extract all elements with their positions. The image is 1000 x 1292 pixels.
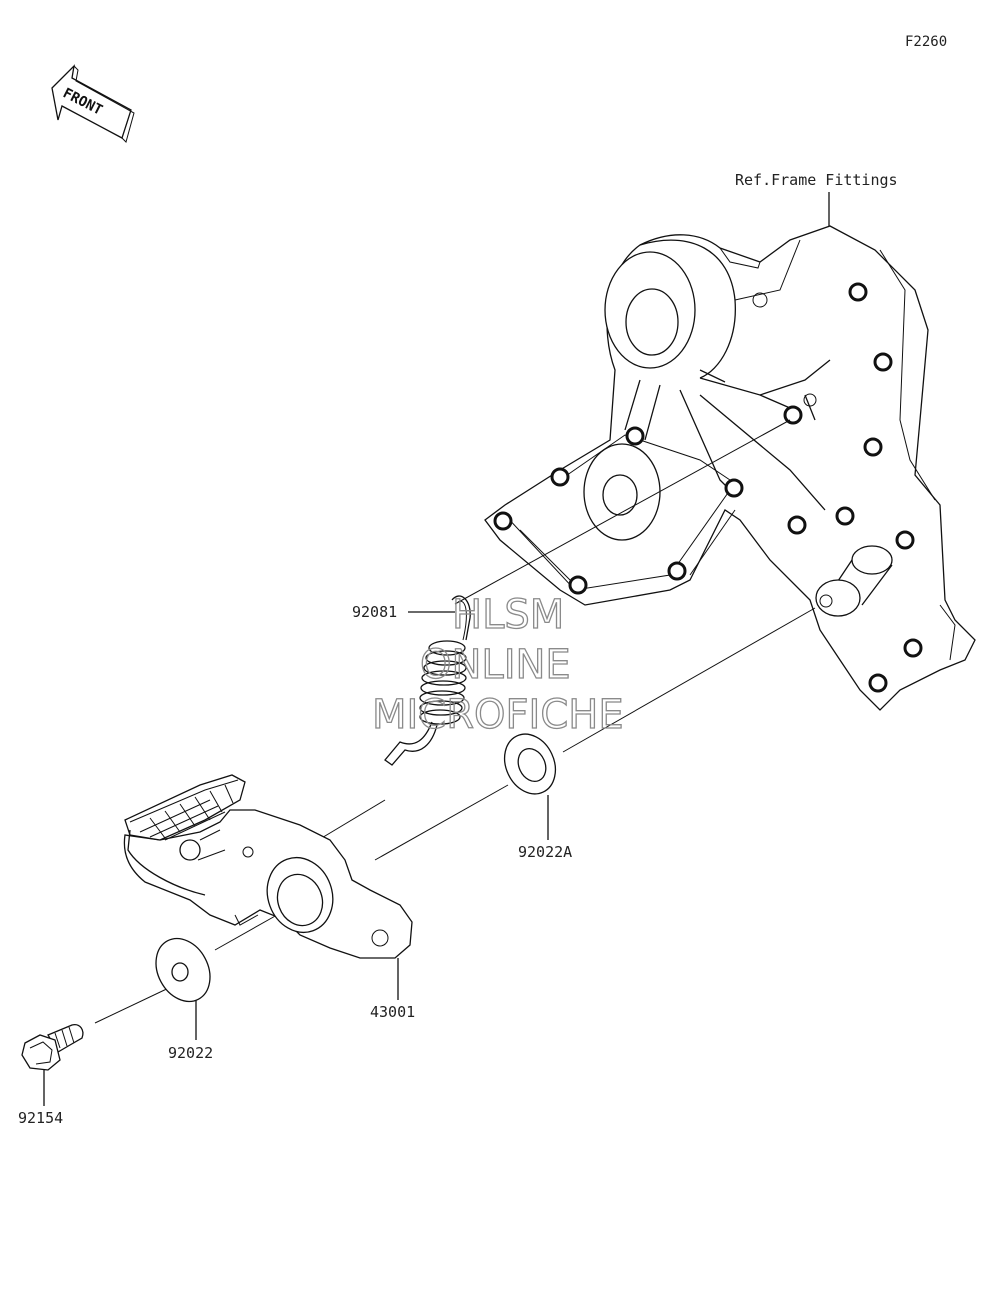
bolt bbox=[21, 1024, 84, 1071]
part-number: 92022A bbox=[518, 843, 572, 861]
part-label-92154: 92154 bbox=[18, 1070, 63, 1127]
part-label-92081: 92081 bbox=[352, 603, 455, 621]
part-label-43001: 43001 bbox=[370, 958, 415, 1021]
watermark: HLSM ONLINE MICROFICHE bbox=[371, 591, 624, 738]
part-number: 92081 bbox=[352, 603, 397, 621]
watermark-line3: MICROFICHE bbox=[372, 692, 624, 738]
part-label-92022: 92022 bbox=[168, 1000, 213, 1062]
figure-code: F2260 bbox=[905, 34, 947, 50]
reference-label: Ref.Frame Fittings bbox=[735, 171, 898, 189]
brake-pedal bbox=[123, 774, 413, 959]
frame-fitting bbox=[484, 225, 976, 711]
watermark-line2: ONLINE bbox=[420, 642, 571, 688]
washer-92022 bbox=[155, 937, 211, 1003]
watermark-line1: HLSM bbox=[452, 592, 564, 638]
part-label-92022a: 92022A bbox=[518, 795, 572, 861]
part-number: 92022 bbox=[168, 1044, 213, 1062]
spring bbox=[384, 595, 471, 766]
part-number: 43001 bbox=[370, 1003, 415, 1021]
washer-92022a bbox=[503, 733, 557, 795]
front-arrow-icon: FRONT bbox=[51, 64, 135, 143]
part-number: 92154 bbox=[18, 1109, 63, 1127]
